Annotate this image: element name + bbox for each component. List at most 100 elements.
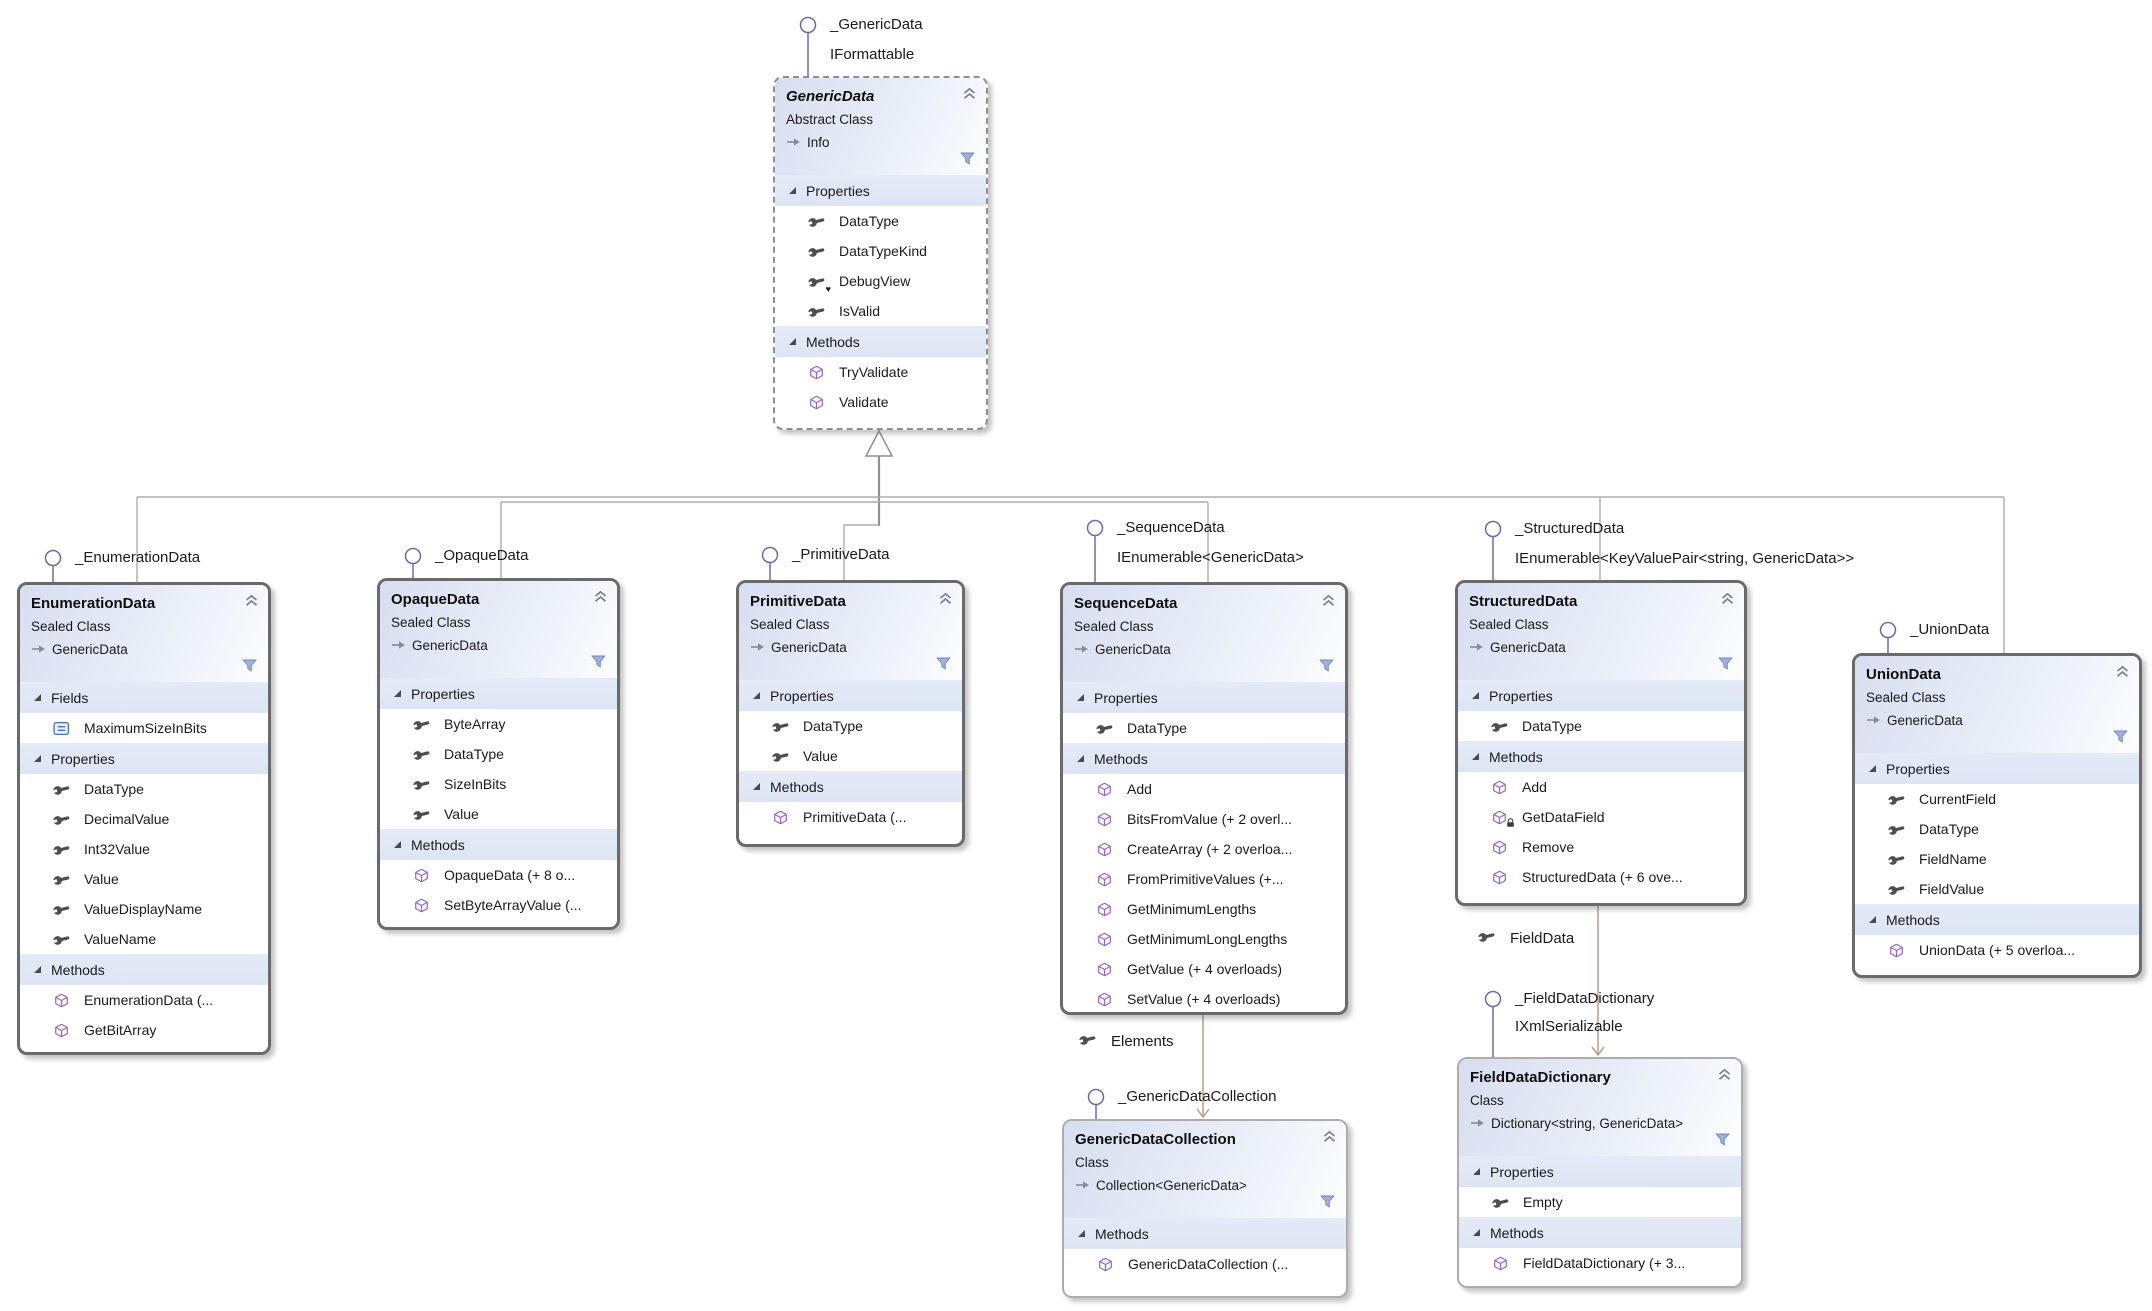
member-row[interactable]: SetValue (+ 4 overloads) <box>1063 984 1345 1012</box>
member-row[interactable]: DataType <box>1063 713 1345 743</box>
association-property-fielddata[interactable]: FieldData <box>1476 928 1574 949</box>
section-header-properties[interactable]: Properties <box>20 743 268 774</box>
collapse-chevron-icon[interactable] <box>938 592 953 610</box>
section-header-properties[interactable]: Properties <box>1459 1156 1741 1187</box>
member-row[interactable]: DataType <box>775 206 986 236</box>
section-header-properties[interactable]: Properties <box>1458 680 1744 711</box>
member-row[interactable]: FieldDataDictionary (+ 3... <box>1459 1248 1741 1278</box>
member-row[interactable]: Value <box>380 799 617 829</box>
member-row[interactable]: ♥DebugView <box>775 266 986 296</box>
member-row[interactable]: DataType <box>20 774 268 804</box>
funnel-icon[interactable] <box>936 657 951 675</box>
member-row[interactable]: Empty <box>1459 1187 1741 1217</box>
member-row[interactable]: ByteArray <box>380 709 617 739</box>
section-header-fields[interactable]: Fields <box>20 682 268 713</box>
member-row[interactable]: TryValidate <box>775 357 986 387</box>
collapse-chevron-icon[interactable] <box>1321 594 1336 612</box>
collapse-chevron-icon[interactable] <box>1717 1068 1732 1086</box>
member-row[interactable]: SetByteArrayValue (... <box>380 890 617 920</box>
member-row[interactable]: EnumerationData (... <box>20 985 268 1015</box>
funnel-icon[interactable] <box>1319 659 1334 677</box>
member-row[interactable]: StructuredData (+ 6 ove... <box>1458 862 1744 892</box>
member-row[interactable]: GetMinimumLengths <box>1063 894 1345 924</box>
section-header-methods[interactable]: Methods <box>1063 743 1345 774</box>
collapse-chevron-icon[interactable] <box>1720 592 1735 610</box>
member-row[interactable]: Validate <box>775 387 986 417</box>
section-header-methods[interactable]: Methods <box>20 954 268 985</box>
section-header-properties[interactable]: Properties <box>380 678 617 709</box>
member-row[interactable]: Value <box>739 741 962 771</box>
funnel-icon[interactable] <box>2113 730 2128 748</box>
member-row[interactable]: DecimalValue <box>20 804 268 834</box>
section-header-methods[interactable]: Methods <box>739 771 962 802</box>
interface-lollipops[interactable] <box>44 16 1897 1123</box>
member-row[interactable]: GetValue (+ 4 overloads) <box>1063 954 1345 984</box>
member-row[interactable]: OpaqueData (+ 8 o... <box>380 860 617 890</box>
member-row[interactable]: Value <box>20 864 268 894</box>
section-header-methods[interactable]: Methods <box>1064 1218 1346 1249</box>
funnel-icon[interactable] <box>242 659 257 677</box>
section-header-methods[interactable]: Methods <box>1458 741 1744 772</box>
class-title-row: GenericData <box>786 85 977 107</box>
member-row[interactable]: GetDataField <box>1458 802 1744 832</box>
member-row[interactable]: FromPrimitiveValues (+... <box>1063 864 1345 894</box>
funnel-icon[interactable] <box>591 655 606 673</box>
member-row[interactable]: DataType <box>1855 814 2139 844</box>
member-row[interactable]: DataType <box>739 711 962 741</box>
association-property-elements[interactable]: Elements <box>1077 1031 1174 1052</box>
member-row[interactable]: CreateArray (+ 2 overloa... <box>1063 834 1345 864</box>
member-row[interactable]: PrimitiveData (... <box>739 802 962 832</box>
member-row[interactable]: Remove <box>1458 832 1744 862</box>
section-header-properties[interactable]: Properties <box>775 175 986 206</box>
section-header-methods[interactable]: Methods <box>775 326 986 357</box>
member-row[interactable]: BitsFromValue (+ 2 overl... <box>1063 804 1345 834</box>
funnel-icon[interactable] <box>960 152 975 170</box>
section-header-methods[interactable]: Methods <box>1855 904 2139 935</box>
member-row[interactable]: FieldName <box>1855 844 2139 874</box>
member-row[interactable]: DataType <box>380 739 617 769</box>
section-header-properties[interactable]: Properties <box>1063 682 1345 713</box>
wrench-icon <box>805 243 827 260</box>
collapse-chevron-icon[interactable] <box>593 590 608 608</box>
section-header-methods[interactable]: Methods <box>380 829 617 860</box>
member-row[interactable]: DataType <box>1458 711 1744 741</box>
section-header-properties[interactable]: Properties <box>1855 753 2139 784</box>
member-row[interactable]: ValueName <box>20 924 268 954</box>
collapse-chevron-icon[interactable] <box>244 594 259 612</box>
member-row[interactable]: GetBitArray <box>20 1015 268 1045</box>
association-connector-elements[interactable] <box>1196 1015 1210 1119</box>
member-row[interactable]: FieldValue <box>1855 874 2139 904</box>
association-connector-fielddata[interactable] <box>1591 906 1605 1057</box>
base-arrow-icon <box>391 638 406 653</box>
collapse-chevron-icon[interactable] <box>2115 665 2130 683</box>
member-row[interactable]: GetMinimumLongLengths <box>1063 924 1345 954</box>
member-row[interactable]: Add <box>1063 774 1345 804</box>
member-row[interactable]: UnionData (+ 5 overloa... <box>1855 935 2139 965</box>
member-row[interactable]: ValueDisplayName <box>20 894 268 924</box>
section-header-methods[interactable]: Methods <box>1459 1217 1741 1248</box>
member-row[interactable]: IsValid <box>775 296 986 326</box>
funnel-icon[interactable] <box>1715 1133 1730 1151</box>
member-row[interactable]: DataTypeKind <box>775 236 986 266</box>
member-row[interactable]: GenericDataCollection (... <box>1064 1249 1346 1279</box>
member-row[interactable]: SizeInBits <box>380 769 617 799</box>
funnel-icon[interactable] <box>1320 1195 1335 1213</box>
collapse-chevron-icon[interactable] <box>962 87 977 105</box>
collapse-chevron-icon[interactable] <box>1322 1130 1337 1148</box>
member-row[interactable]: MaximumSizeInBits <box>20 713 268 743</box>
member-row[interactable]: CurrentField <box>1855 784 2139 814</box>
member-row[interactable]: Add <box>1458 772 1744 802</box>
member-row[interactable]: Int32Value <box>20 834 268 864</box>
funnel-icon[interactable] <box>1718 657 1733 675</box>
section-header-properties[interactable]: Properties <box>739 680 962 711</box>
inheritance-connector[interactable] <box>136 429 2005 655</box>
